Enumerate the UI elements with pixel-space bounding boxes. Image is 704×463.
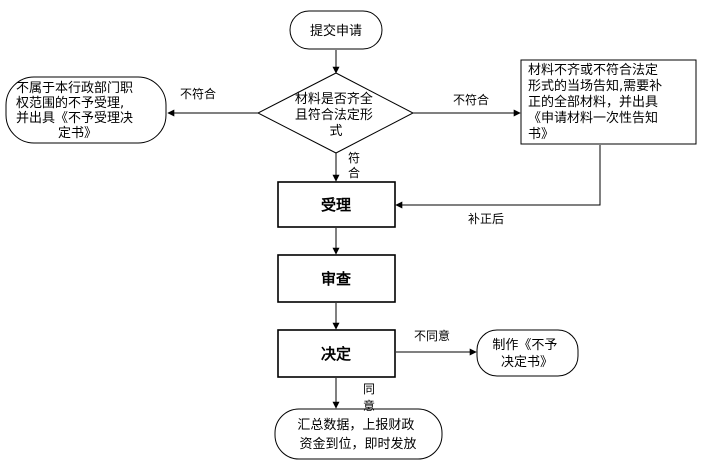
edge-label-agree: 同 意 [363,382,379,413]
reject-node [5,76,167,144]
notify-node-label: 材料不齐或不符合法定 形式的当场告知,需要补 正的全部材料，并出具 《申请材料一… [528,62,666,142]
finish-node [274,408,443,460]
finish-node-label: 汇总数据，上报财政 资金到位，即时发放 [297,418,418,452]
notify-node [520,59,697,145]
decide-node-label: 决定 [321,345,351,363]
decide-node [277,329,396,378]
decision-node-label: 材料是否齐全 且符合法定形 式 [295,91,377,139]
accept-node [277,181,396,228]
edge-label-comply: 符 合 [348,150,364,180]
review-node-label: 审查 [321,270,352,288]
edge-label-disagree: 不同意 [414,328,450,343]
decision-node [256,72,415,154]
edge-label-not-comply-left: 不符合 [180,86,216,101]
deny-doc-node [476,329,579,377]
review-node [277,254,396,303]
reject-node-label: 不属于本行政部门职 权范围的不予受理, 并出具《不予受理决 定书》 [16,81,137,141]
deny-doc-node-label: 制作《不予 决定书》 [492,338,561,370]
edge-notify-to-accept [395,145,601,209]
accept-node-label: 受理 [321,196,351,214]
start-node [289,10,383,50]
edge-label-not-comply-right: 不符合 [453,92,489,107]
edge-label-after-correction: 补正后 [468,212,504,226]
start-node-label: 提交申请 [310,23,362,39]
